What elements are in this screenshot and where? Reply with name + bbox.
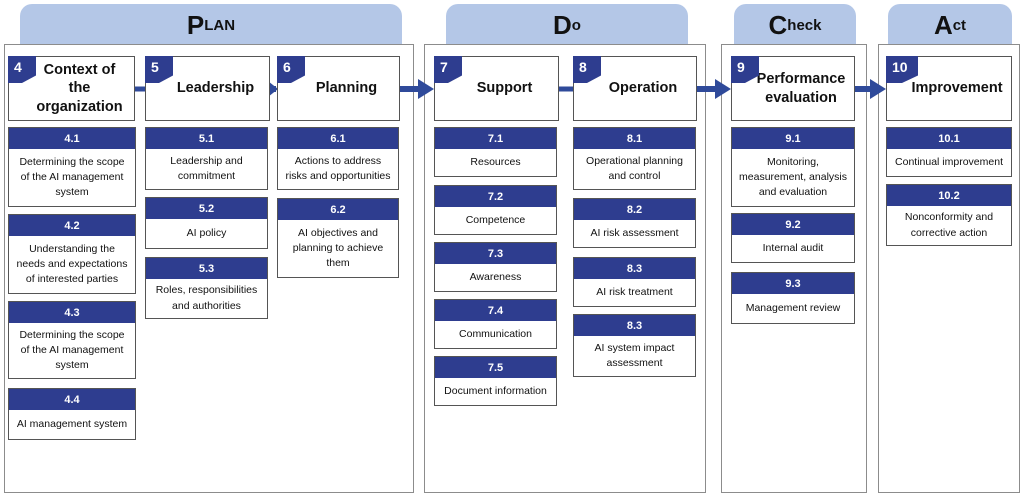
subclause-7-5: 7.5 Document information [434, 356, 557, 406]
clause-8-box: 8 Operation [573, 56, 697, 121]
subclause-7-1-number: 7.1 [435, 128, 556, 149]
subclause-7-1-text: Resources [470, 155, 521, 168]
subclause-9-3-text: Management review [745, 301, 841, 314]
subclause-9-1-text: Monitoring, measurement, analysis and ev… [739, 155, 847, 199]
clause-10-title: Improvement [911, 80, 1003, 97]
subclause-4-3: 4.3 Determining the scope of the AI mana… [8, 301, 136, 379]
subclause-8-3a-text: AI risk treatment [596, 285, 673, 298]
subclause-5-2-text: AI policy [186, 226, 227, 239]
subclause-10-1-number: 10.1 [887, 128, 1011, 149]
subclause-9-3: 9.3 Management review [731, 272, 855, 324]
subclause-7-4: 7.4 Communication [434, 299, 557, 349]
subclause-6-2-number: 6.2 [278, 199, 398, 220]
clause-4-title: Context of the organization [36, 62, 123, 115]
subclause-4-4-text: AI management system [16, 417, 128, 430]
phase-tab-do-rest: o [571, 16, 581, 34]
subclause-8-3b-number: 8.3 [574, 315, 695, 336]
phase-tab-check-initial: C [768, 10, 788, 40]
subclause-8-2: 8.2 AI risk assessment [573, 198, 696, 248]
subclause-7-3-number: 7.3 [435, 243, 556, 264]
subclause-8-3-risk-treatment: 8.3 AI risk treatment [573, 257, 696, 307]
subclause-9-2: 9.2 Internal audit [731, 213, 855, 263]
subclause-8-3-impact-assessment: 8.3 AI system impact assessment [573, 314, 696, 377]
subclause-8-1-text: Operational planning and control [586, 154, 683, 182]
subclause-5-2: 5.2 AI policy [145, 197, 268, 249]
subclause-9-2-number: 9.2 [732, 214, 854, 235]
subclause-5-1-text: Leadership and commitment [170, 154, 243, 182]
clause-6-title: Planning [315, 80, 378, 97]
phase-tab-do-initial: D [553, 10, 572, 40]
subclause-7-3: 7.3 Awareness [434, 242, 557, 292]
subclause-7-2-number: 7.2 [435, 186, 556, 207]
subclause-4-3-text: Determining the scope of the AI manageme… [19, 328, 125, 372]
subclause-9-1-number: 9.1 [732, 128, 854, 149]
clause-4-box: 4 Context of the organization [8, 56, 135, 121]
clause-5-title: Leadership [176, 80, 255, 97]
subclause-6-2-text: AI objectives and planning to achieve th… [292, 226, 384, 270]
subclause-5-2-number: 5.2 [146, 198, 267, 219]
subclause-4-1: 4.1 Determining the scope of the AI mana… [8, 127, 136, 207]
subclause-10-2-number: 10.2 [887, 185, 1011, 206]
clause-9-title: Performance evaluation [756, 71, 846, 106]
subclause-10-1-text: Continual improvement [895, 155, 1003, 168]
subclause-7-4-number: 7.4 [435, 300, 556, 321]
phase-tab-plan-initial: P [186, 10, 205, 40]
subclause-9-1: 9.1 Monitoring, measurement, analysis an… [731, 127, 855, 207]
subclause-7-2: 7.2 Competence [434, 185, 557, 235]
subclause-6-1-text: Actions to address risks and opportuniti… [285, 154, 391, 182]
clause-8-title: Operation [608, 80, 678, 97]
subclause-6-1: 6.1 Actions to address risks and opportu… [277, 127, 399, 190]
subclause-4-1-text: Determining the scope of the AI manageme… [19, 155, 125, 199]
subclause-5-1-number: 5.1 [146, 128, 267, 149]
clause-10-number: 10 [886, 56, 918, 83]
subclause-6-2: 6.2 AI objectives and planning to achiev… [277, 198, 399, 278]
subclause-8-3a-number: 8.3 [574, 258, 695, 279]
subclause-7-2-text: Competence [465, 213, 526, 226]
subclause-8-2-number: 8.2 [574, 199, 695, 220]
subclause-4-4-number: 4.4 [9, 389, 135, 410]
subclause-9-3-number: 9.3 [732, 273, 854, 294]
phase-tab-check-rest: heck [787, 16, 822, 34]
subclause-5-3: 5.3 Roles, responsibilities and authorit… [145, 257, 268, 319]
clause-7-title: Support [476, 80, 533, 97]
subclause-7-3-text: Awareness [469, 270, 522, 283]
subclause-8-3b-text: AI system impact assessment [594, 341, 675, 369]
subclause-5-3-number: 5.3 [146, 258, 267, 279]
subclause-8-1-number: 8.1 [574, 128, 695, 149]
subclause-6-1-number: 6.1 [278, 128, 398, 149]
subclause-4-3-number: 4.3 [9, 302, 135, 323]
clause-7-box: 7 Support [434, 56, 559, 121]
subclause-7-5-number: 7.5 [435, 357, 556, 378]
subclause-4-2-number: 4.2 [9, 215, 135, 236]
phase-tab-act-initial: A [933, 10, 953, 40]
subclause-4-2-text: Understanding the needs and expectations… [16, 242, 128, 286]
subclause-8-2-text: AI risk assessment [590, 226, 679, 239]
subclause-4-2: 4.2 Understanding the needs and expectat… [8, 214, 136, 294]
subclause-7-4-text: Communication [459, 327, 532, 340]
subclause-10-2-text: Nonconformity and corrective action [904, 211, 994, 239]
subclause-4-1-number: 4.1 [9, 128, 135, 149]
phase-tab-plan-rest: LAN [204, 16, 236, 34]
subclause-9-2-text: Internal audit [762, 241, 824, 254]
subclause-10-2: 10.2 Nonconformity and corrective action [886, 184, 1012, 246]
subclause-5-1: 5.1 Leadership and commitment [145, 127, 268, 190]
subclause-8-1: 8.1 Operational planning and control [573, 127, 696, 190]
subclause-7-1: 7.1 Resources [434, 127, 557, 177]
clause-5-box: 5 Leadership [145, 56, 270, 121]
subclause-4-4: 4.4 AI management system [8, 388, 136, 440]
clause-10-box: 10 Improvement [886, 56, 1012, 121]
phase-tab-act-rest: ct [952, 16, 967, 34]
clause-9-box: 9 Performance evaluation [731, 56, 855, 121]
subclause-10-1: 10.1 Continual improvement [886, 127, 1012, 177]
subclause-5-3-text: Roles, responsibilities and authorities [155, 284, 258, 312]
clause-6-box: 6 Planning [277, 56, 400, 121]
subclause-7-5-text: Document information [444, 384, 547, 397]
